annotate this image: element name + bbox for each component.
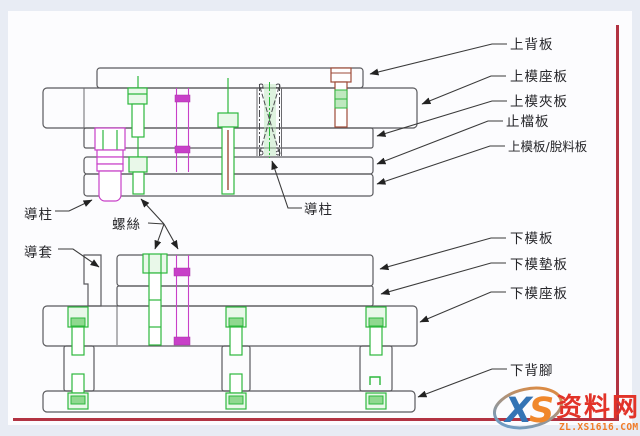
label-guide-pillar-center: 導柱 [304, 202, 333, 218]
pillar-cross-line [259, 86, 280, 153]
label-upper-die-seat-plate: 上模座板 [510, 69, 568, 85]
socket-screw-column-left [67, 306, 89, 410]
watermark-logo-s: S [529, 391, 554, 431]
screw-head [128, 156, 148, 173]
leader-lower-die-seat-plate [419, 291, 506, 323]
lower-die-assembly [42, 253, 418, 413]
label-lower-pad-plate: 下模墊板 [510, 257, 568, 273]
leader-screw-down-right [163, 223, 179, 250]
pillar-hook [258, 83, 264, 89]
pin-band [174, 94, 191, 103]
watermark-site-name: 资料网 [556, 393, 640, 423]
lower-screw-socket [70, 395, 86, 405]
leader-guide-pillar-center [271, 160, 302, 209]
upper-screw-a [127, 76, 148, 157]
label-stop-plate: 止檔板 [506, 114, 550, 130]
socket-screw-column-right [365, 306, 387, 410]
leader-stop-plate [376, 120, 503, 165]
label-lower-die-seat-plate: 下模座板 [510, 286, 568, 302]
label-guide-pillar-left: 導柱 [24, 207, 53, 223]
screw-shaft [148, 272, 162, 346]
lower-screw-socket [368, 395, 384, 405]
leader-upper-back-plate [369, 43, 507, 76]
screw-socket [228, 317, 244, 327]
screw-head [142, 253, 168, 274]
leader-lower-die-plate [379, 237, 506, 271]
leader-lines [55, 43, 507, 398]
pin-band [174, 145, 191, 154]
punch-head [217, 112, 239, 128]
dowel-bracket [369, 376, 381, 385]
lower-screw-shaft [71, 373, 85, 394]
upper-screw-b [128, 156, 148, 195]
pillar-ring [96, 149, 124, 158]
screw-socket [368, 317, 384, 327]
label-lower-back-foot: 下背腳 [510, 363, 554, 379]
leader-guide-pillar-left [55, 199, 93, 212]
watermark-site-url: ZL.XS1616.COM [559, 422, 639, 433]
leader-lower-pad-plate [380, 262, 506, 296]
lower-magenta-pin [173, 255, 191, 346]
label-upper-clamp-plate: 上模夾板 [510, 94, 568, 110]
screw-shaft [131, 103, 145, 138]
screw-shaft [369, 326, 383, 356]
screw-band [334, 98, 348, 109]
lower-screw-shaft [229, 373, 243, 394]
leader-lower-back-foot [417, 368, 507, 398]
watermark: X S 资料网 ZL.XS1616.COM [493, 386, 640, 433]
label-screw: 螺絲 [112, 217, 141, 233]
pillar-sleeve [94, 127, 126, 151]
screw-head [330, 67, 352, 83]
pin-band [173, 267, 191, 277]
leader-upper-die-seat-plate [421, 75, 506, 105]
pillar-hook [275, 83, 281, 89]
screw-shaft [229, 326, 243, 356]
label-guide-sleeve: 導套 [24, 245, 53, 261]
pin-band [173, 336, 191, 346]
socket-screw-column-middle [225, 306, 247, 410]
leader-screw-stem [147, 222, 165, 225]
label-lower-die-plate: 下模板 [510, 231, 554, 247]
upper-magenta-pin [174, 88, 191, 172]
leader-screw-up [140, 198, 165, 225]
guide-pillar-left-shape [94, 127, 126, 202]
leader-screw-down-left [154, 223, 165, 250]
leader-upper-clamp-plate [376, 100, 507, 137]
upper-die-assembly [42, 67, 418, 202]
screw-head [127, 87, 148, 105]
screw-shaft [71, 326, 85, 356]
watermark-ellipse [493, 386, 563, 430]
pillar-hook [275, 150, 281, 156]
labels: 上背板 上模座板 上模夾板 止檔板 上模板/脫料板 導柱 螺絲 導柱 導套 下模… [24, 37, 588, 379]
label-upper-back-plate: 上背板 [510, 37, 554, 53]
green-punch [217, 78, 239, 195]
drawing-area [8, 11, 632, 425]
screw-socket [70, 317, 86, 327]
pillar-cross-line [259, 86, 280, 153]
pillar-ring [96, 156, 124, 165]
bottom-plate-shape [42, 390, 416, 413]
leader-upper-stripper-plate [376, 145, 505, 185]
watermark-logo-x: X [503, 391, 534, 431]
screw-shaft [132, 171, 145, 195]
leader-guide-sleeve [58, 248, 100, 268]
pillar-hook [258, 150, 264, 156]
lower-screw-socket [228, 395, 244, 405]
screw-band [334, 89, 348, 100]
top-right-screw [330, 67, 352, 128]
red-frame [13, 25, 619, 421]
pillar-body [98, 170, 122, 202]
guide-pillar-center-shape [256, 82, 282, 158]
label-upper-stripper-plate: 上模板/脫料板 [508, 139, 588, 154]
pillar-ring [96, 163, 124, 172]
lower-long-screw [142, 253, 168, 346]
